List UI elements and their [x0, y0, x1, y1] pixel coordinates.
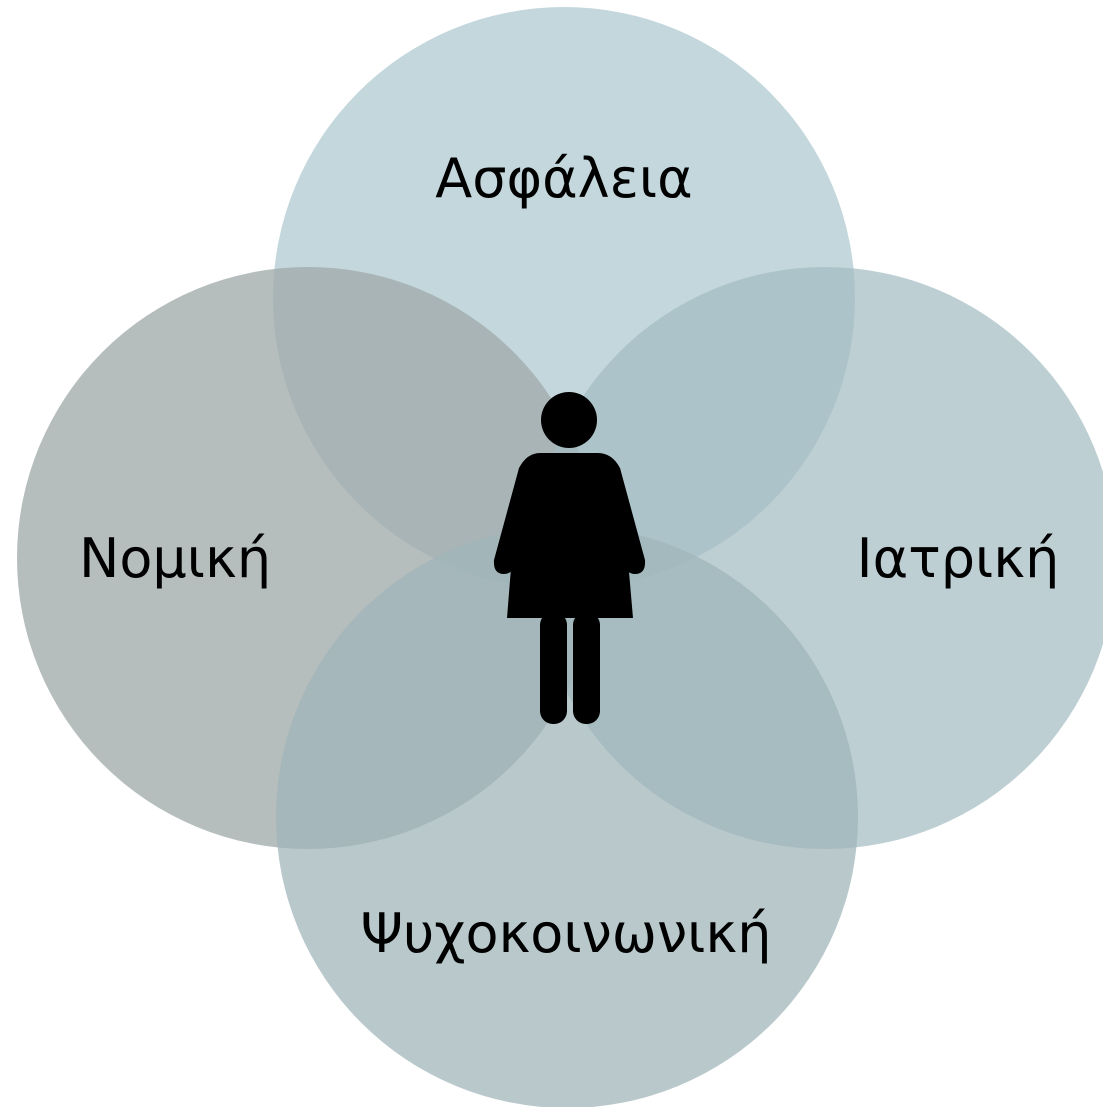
label-nomiki: Νομική — [79, 527, 271, 590]
label-psychokoinoniki: Ψυχοκοινωνική — [361, 902, 772, 965]
circle-psychokoinoniki — [276, 526, 858, 1107]
label-asfaleia: Ασφάλεια — [435, 147, 692, 210]
woman-figure-icon — [493, 392, 646, 724]
label-iatriki: Ιατρική — [857, 527, 1060, 590]
